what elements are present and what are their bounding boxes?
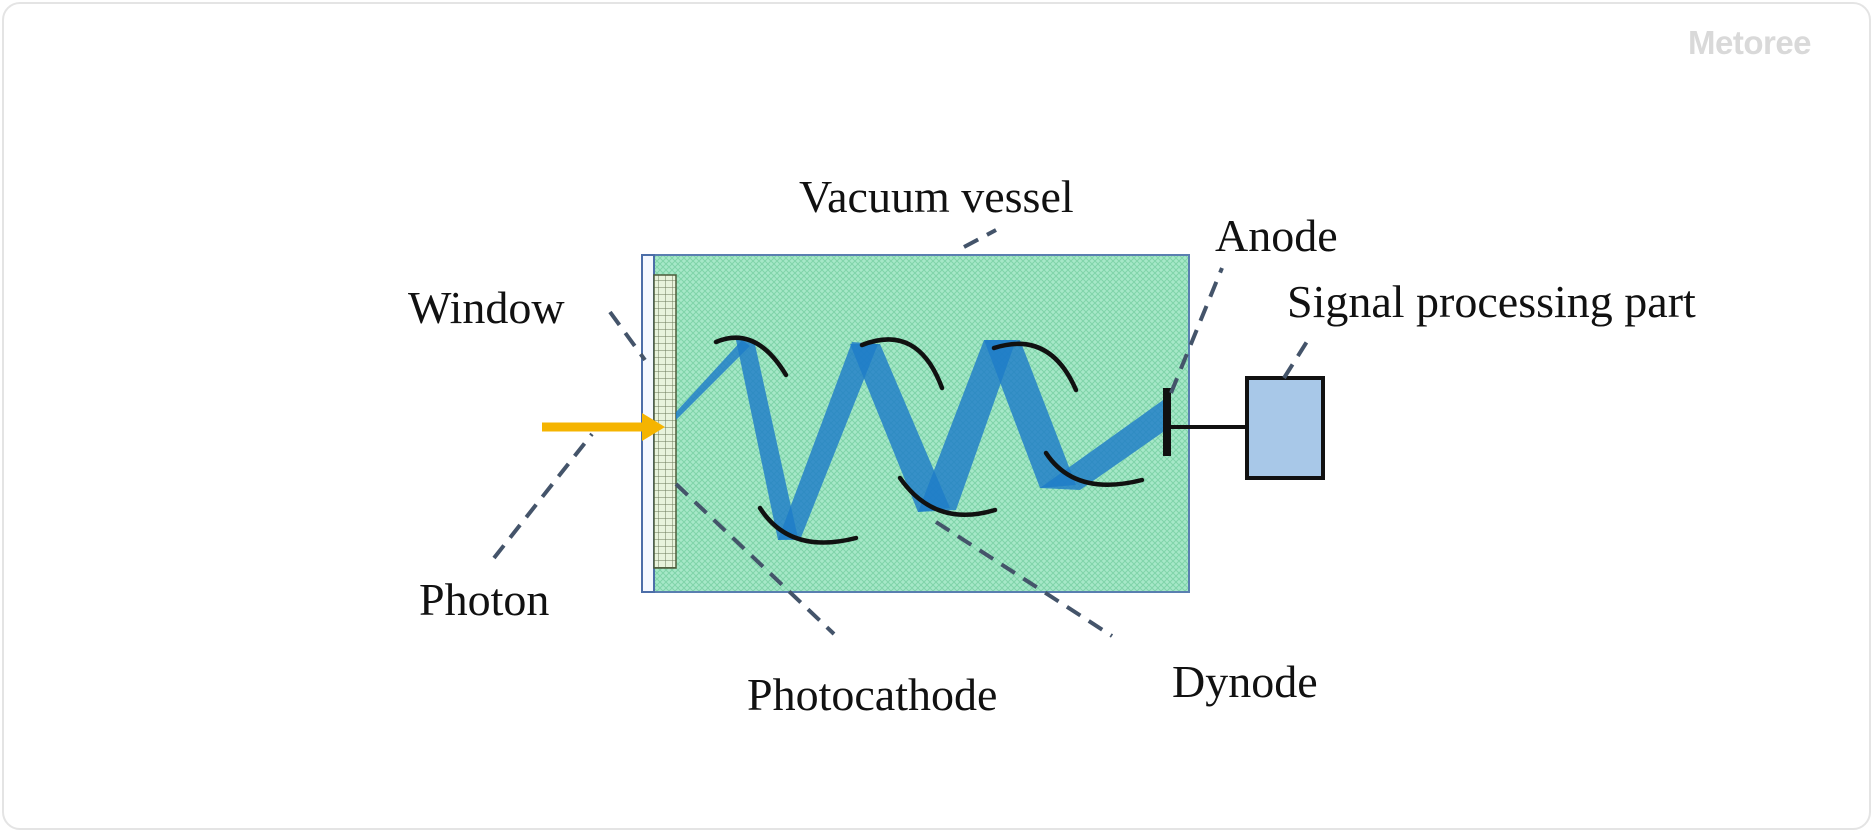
dynode-1 xyxy=(713,335,789,378)
leader-window xyxy=(608,310,647,362)
photon-arrow xyxy=(542,413,665,441)
leader-vacuum xyxy=(963,228,997,249)
dynode-6 xyxy=(1043,450,1145,487)
label-anode: Anode xyxy=(1215,210,1338,261)
vacuum-vessel xyxy=(641,254,1190,593)
dynode-2 xyxy=(757,505,859,545)
label-photocathode: Photocathode xyxy=(747,669,998,720)
leader-dynode xyxy=(934,520,1114,638)
dynode-5 xyxy=(991,341,1079,393)
leader-photon xyxy=(492,432,594,560)
label-signal-processing: Signal processing part xyxy=(1287,276,1696,327)
electron-beam xyxy=(676,340,1166,540)
dynode-4 xyxy=(897,475,998,518)
leader-signal xyxy=(1282,338,1310,380)
photocathode xyxy=(653,274,677,569)
dynode-3 xyxy=(859,337,945,391)
label-vacuum-vessel: Vacuum vessel xyxy=(799,171,1074,222)
anode xyxy=(1163,388,1171,456)
leader-lines xyxy=(492,228,1310,638)
label-photon: Photon xyxy=(419,574,550,625)
leader-anode xyxy=(1169,267,1224,394)
label-window: Window xyxy=(408,282,565,333)
dynodes xyxy=(713,335,1145,545)
metoree-watermark-logo: Metoree xyxy=(1688,24,1812,61)
signal-processing-box xyxy=(1245,376,1325,480)
leader-photocathode xyxy=(674,482,836,636)
label-dynode: Dynode xyxy=(1172,656,1318,707)
